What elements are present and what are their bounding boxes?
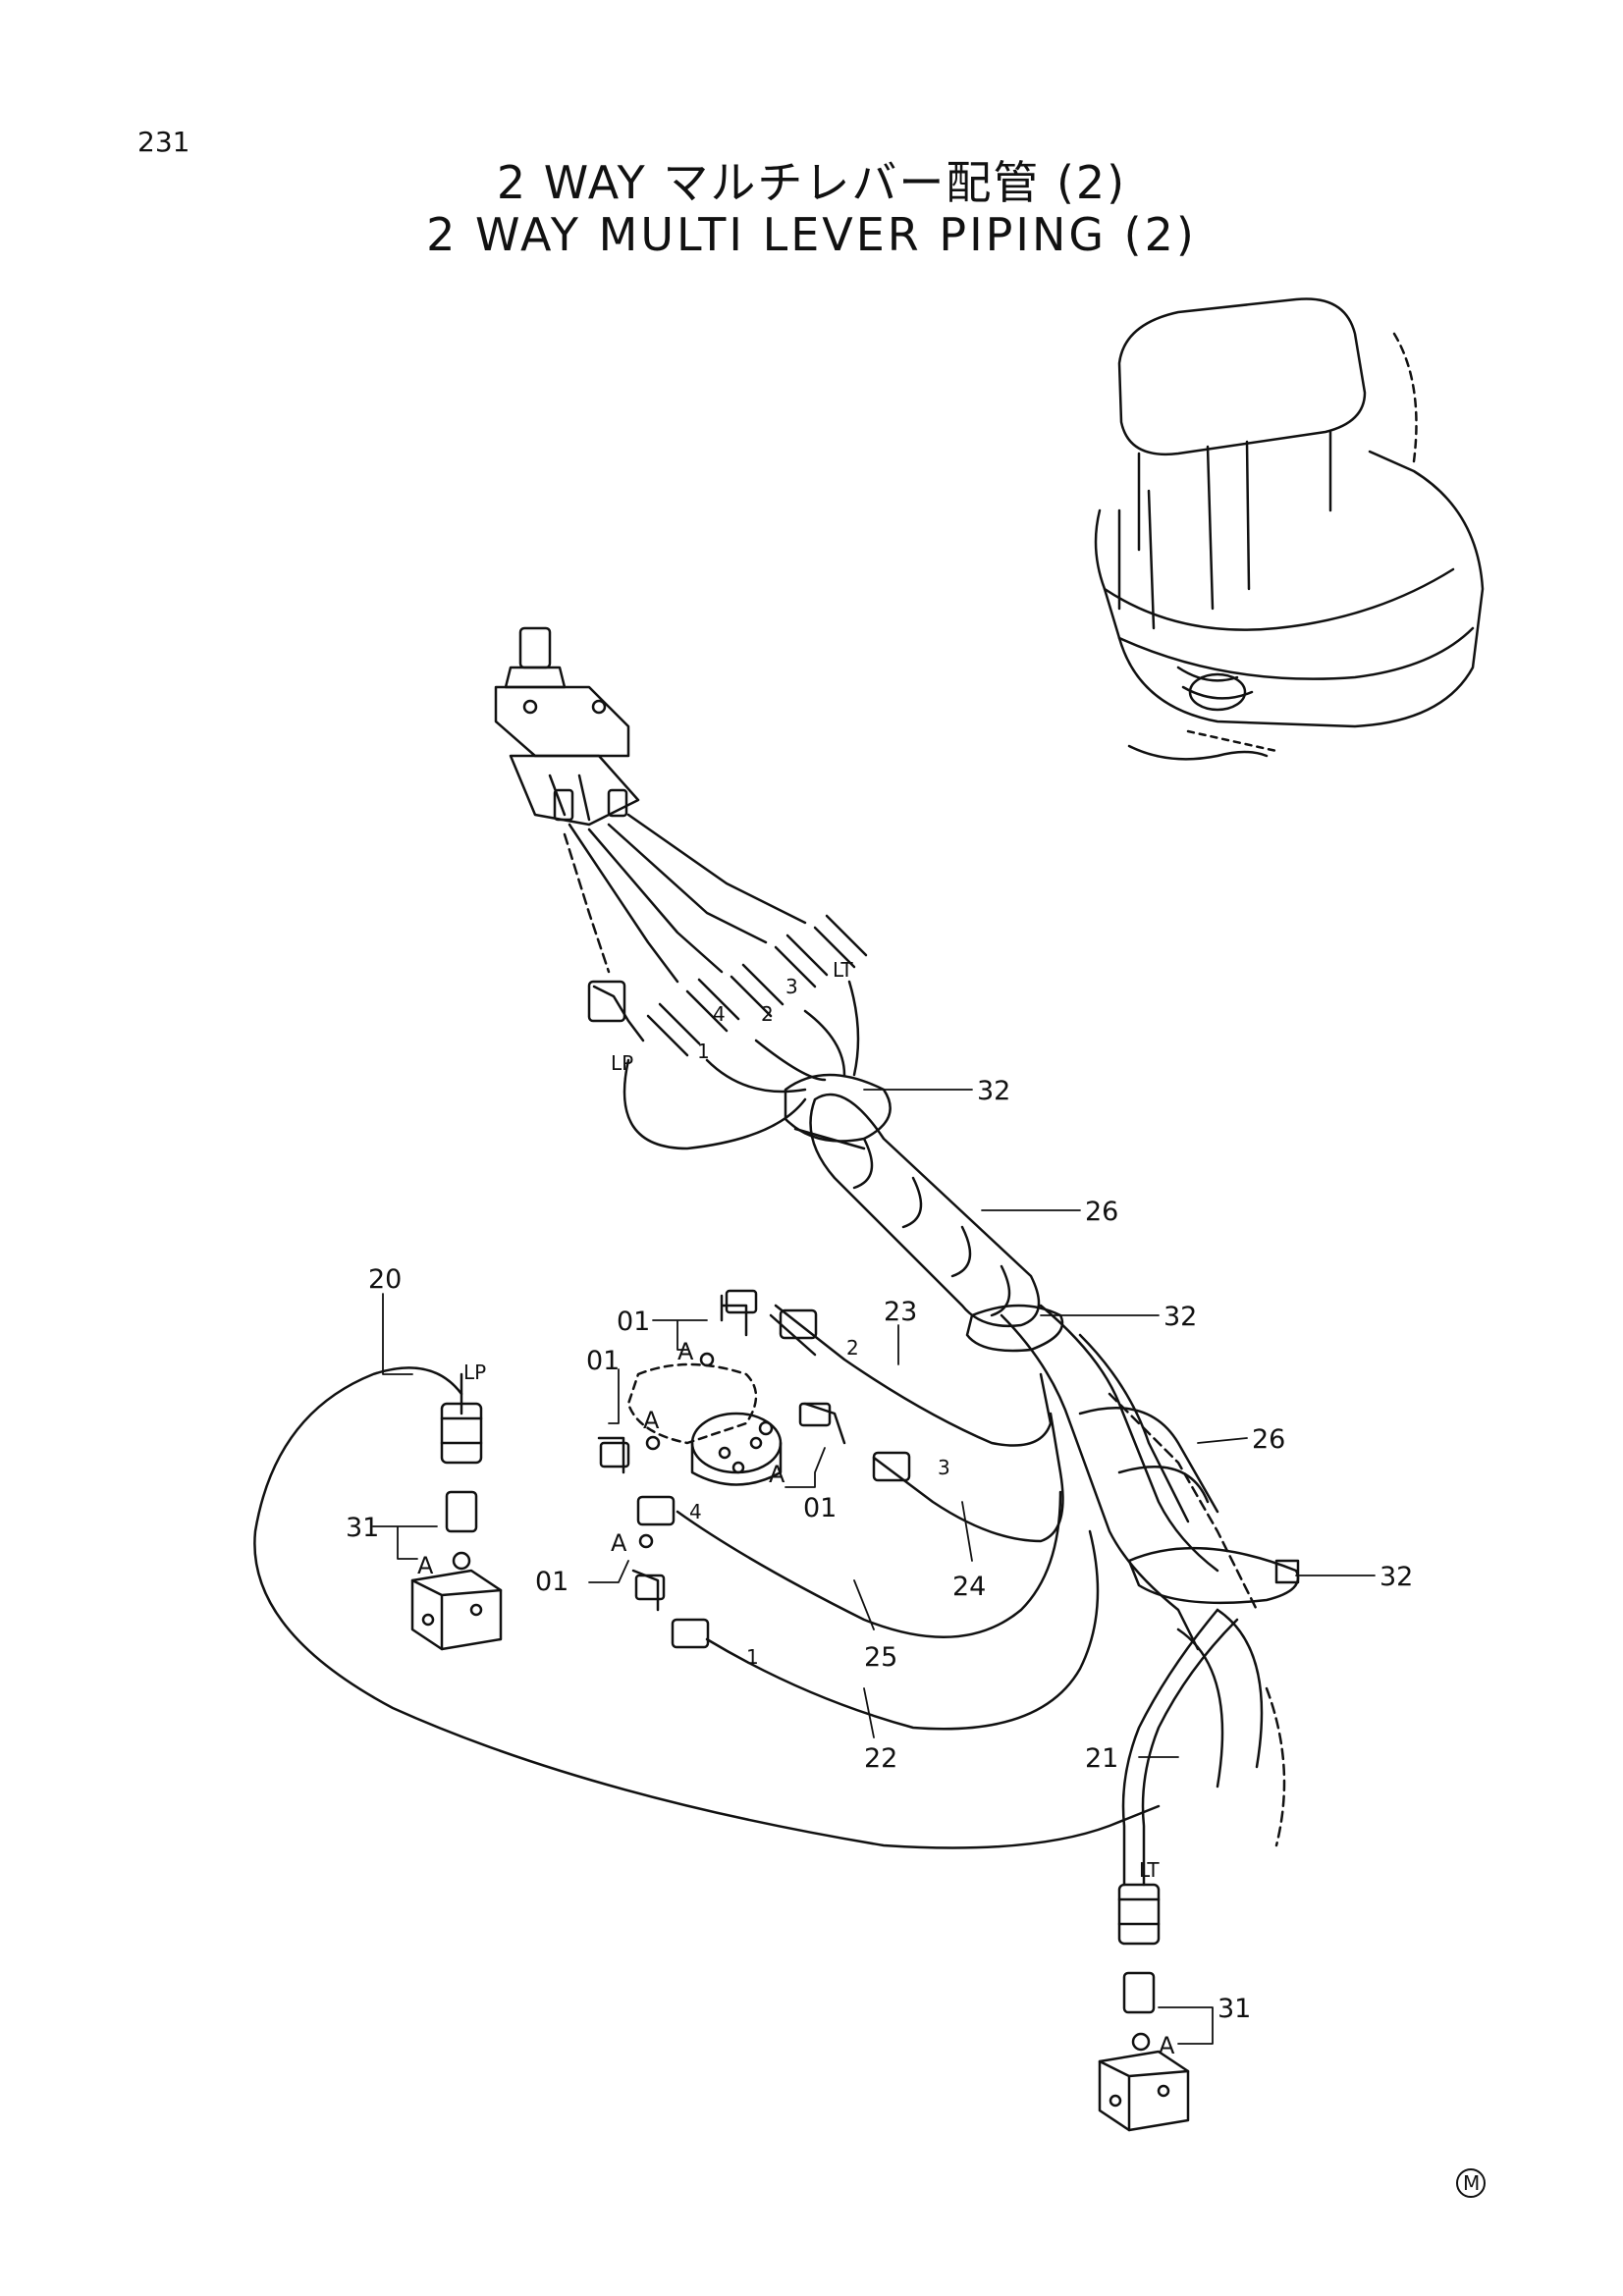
clamp-middle <box>965 1304 1064 1353</box>
lower-hose-bundle <box>1000 1304 1286 1847</box>
port-label-2: 2 <box>761 1002 774 1026</box>
hose-25 <box>636 1490 1062 1639</box>
port-labels: LT LP 1 2 3 4 LP 2 3 4 1 LT <box>463 958 1160 1882</box>
leader-lines <box>372 1089 1376 2045</box>
hose-21 <box>1121 1608 1239 1887</box>
detail-mark-a: A <box>417 1552 434 1579</box>
callout-23: 23 <box>884 1297 917 1327</box>
detail-mark-a: A <box>643 1407 660 1434</box>
port-label-2: 2 <box>846 1336 859 1360</box>
port-label-lt: LT <box>833 958 853 982</box>
multi-lever-valve <box>494 626 640 827</box>
callout-20: 20 <box>368 1264 402 1295</box>
callout-31-right: 31 <box>1217 1994 1251 2024</box>
detail-marks: A A A A A A <box>417 1338 1175 2059</box>
cab-inset-illustration <box>1094 297 1485 761</box>
callout-numbers: 32 26 32 26 32 20 23 24 25 22 21 31 31 0… <box>346 1076 1413 2024</box>
right-port-assembly <box>1098 1883 1190 2132</box>
callout-32-top: 32 <box>977 1076 1010 1106</box>
port-label-4: 4 <box>713 1002 726 1026</box>
callout-26-top: 26 <box>1085 1197 1118 1227</box>
port-label-lp: LP <box>463 1361 486 1384</box>
callout-25: 25 <box>864 1642 897 1673</box>
page-number: 231 <box>137 126 190 158</box>
maker-mark: M <box>1456 2168 1486 2198</box>
callout-24: 24 <box>952 1572 986 1602</box>
callout-21: 21 <box>1085 1743 1118 1774</box>
protective-sleeve-upper <box>809 1093 1041 1327</box>
callout-22: 22 <box>864 1743 897 1774</box>
maker-mark-letter: M <box>1463 2171 1480 2195</box>
port-label-3: 3 <box>938 1456 950 1479</box>
port-label-3: 3 <box>785 975 798 998</box>
title-japanese: 2 WAY マルチレバー配管 (2) <box>496 156 1127 209</box>
title-english: 2 WAY MULTI LEVER PIPING (2) <box>426 208 1197 261</box>
hose-24 <box>872 1412 1064 1543</box>
port-label-4: 4 <box>689 1500 702 1523</box>
detail-mark-a: A <box>769 1461 785 1488</box>
port-label-lp: LP <box>611 1051 633 1075</box>
hose-20 <box>253 1366 1161 1849</box>
callout-01-b: 01 <box>586 1346 620 1376</box>
detail-mark-a: A <box>677 1338 694 1365</box>
callout-32-lower: 32 <box>1380 1562 1413 1592</box>
distribution-block <box>597 1289 846 1612</box>
clamp-lower <box>1127 1546 1300 1605</box>
hose-23 <box>769 1304 1053 1447</box>
clamp-top <box>784 1073 892 1150</box>
detail-mark-a: A <box>1159 2032 1175 2059</box>
port-label-1: 1 <box>697 1040 710 1063</box>
hose-22 <box>671 1529 1100 1731</box>
callout-01-c: 01 <box>803 1493 837 1523</box>
port-label-lt: LT <box>1139 1858 1160 1882</box>
port-label-1: 1 <box>746 1645 759 1669</box>
upper-hose-bundle <box>563 813 868 1150</box>
callout-31-left: 31 <box>346 1513 379 1543</box>
detail-mark-a: A <box>611 1529 627 1557</box>
callout-32-middle: 32 <box>1163 1302 1197 1332</box>
callout-01-a: 01 <box>617 1307 650 1337</box>
callout-26-middle: 26 <box>1252 1424 1285 1455</box>
callout-01-d: 01 <box>535 1567 568 1597</box>
left-port-assembly <box>410 1402 503 1651</box>
